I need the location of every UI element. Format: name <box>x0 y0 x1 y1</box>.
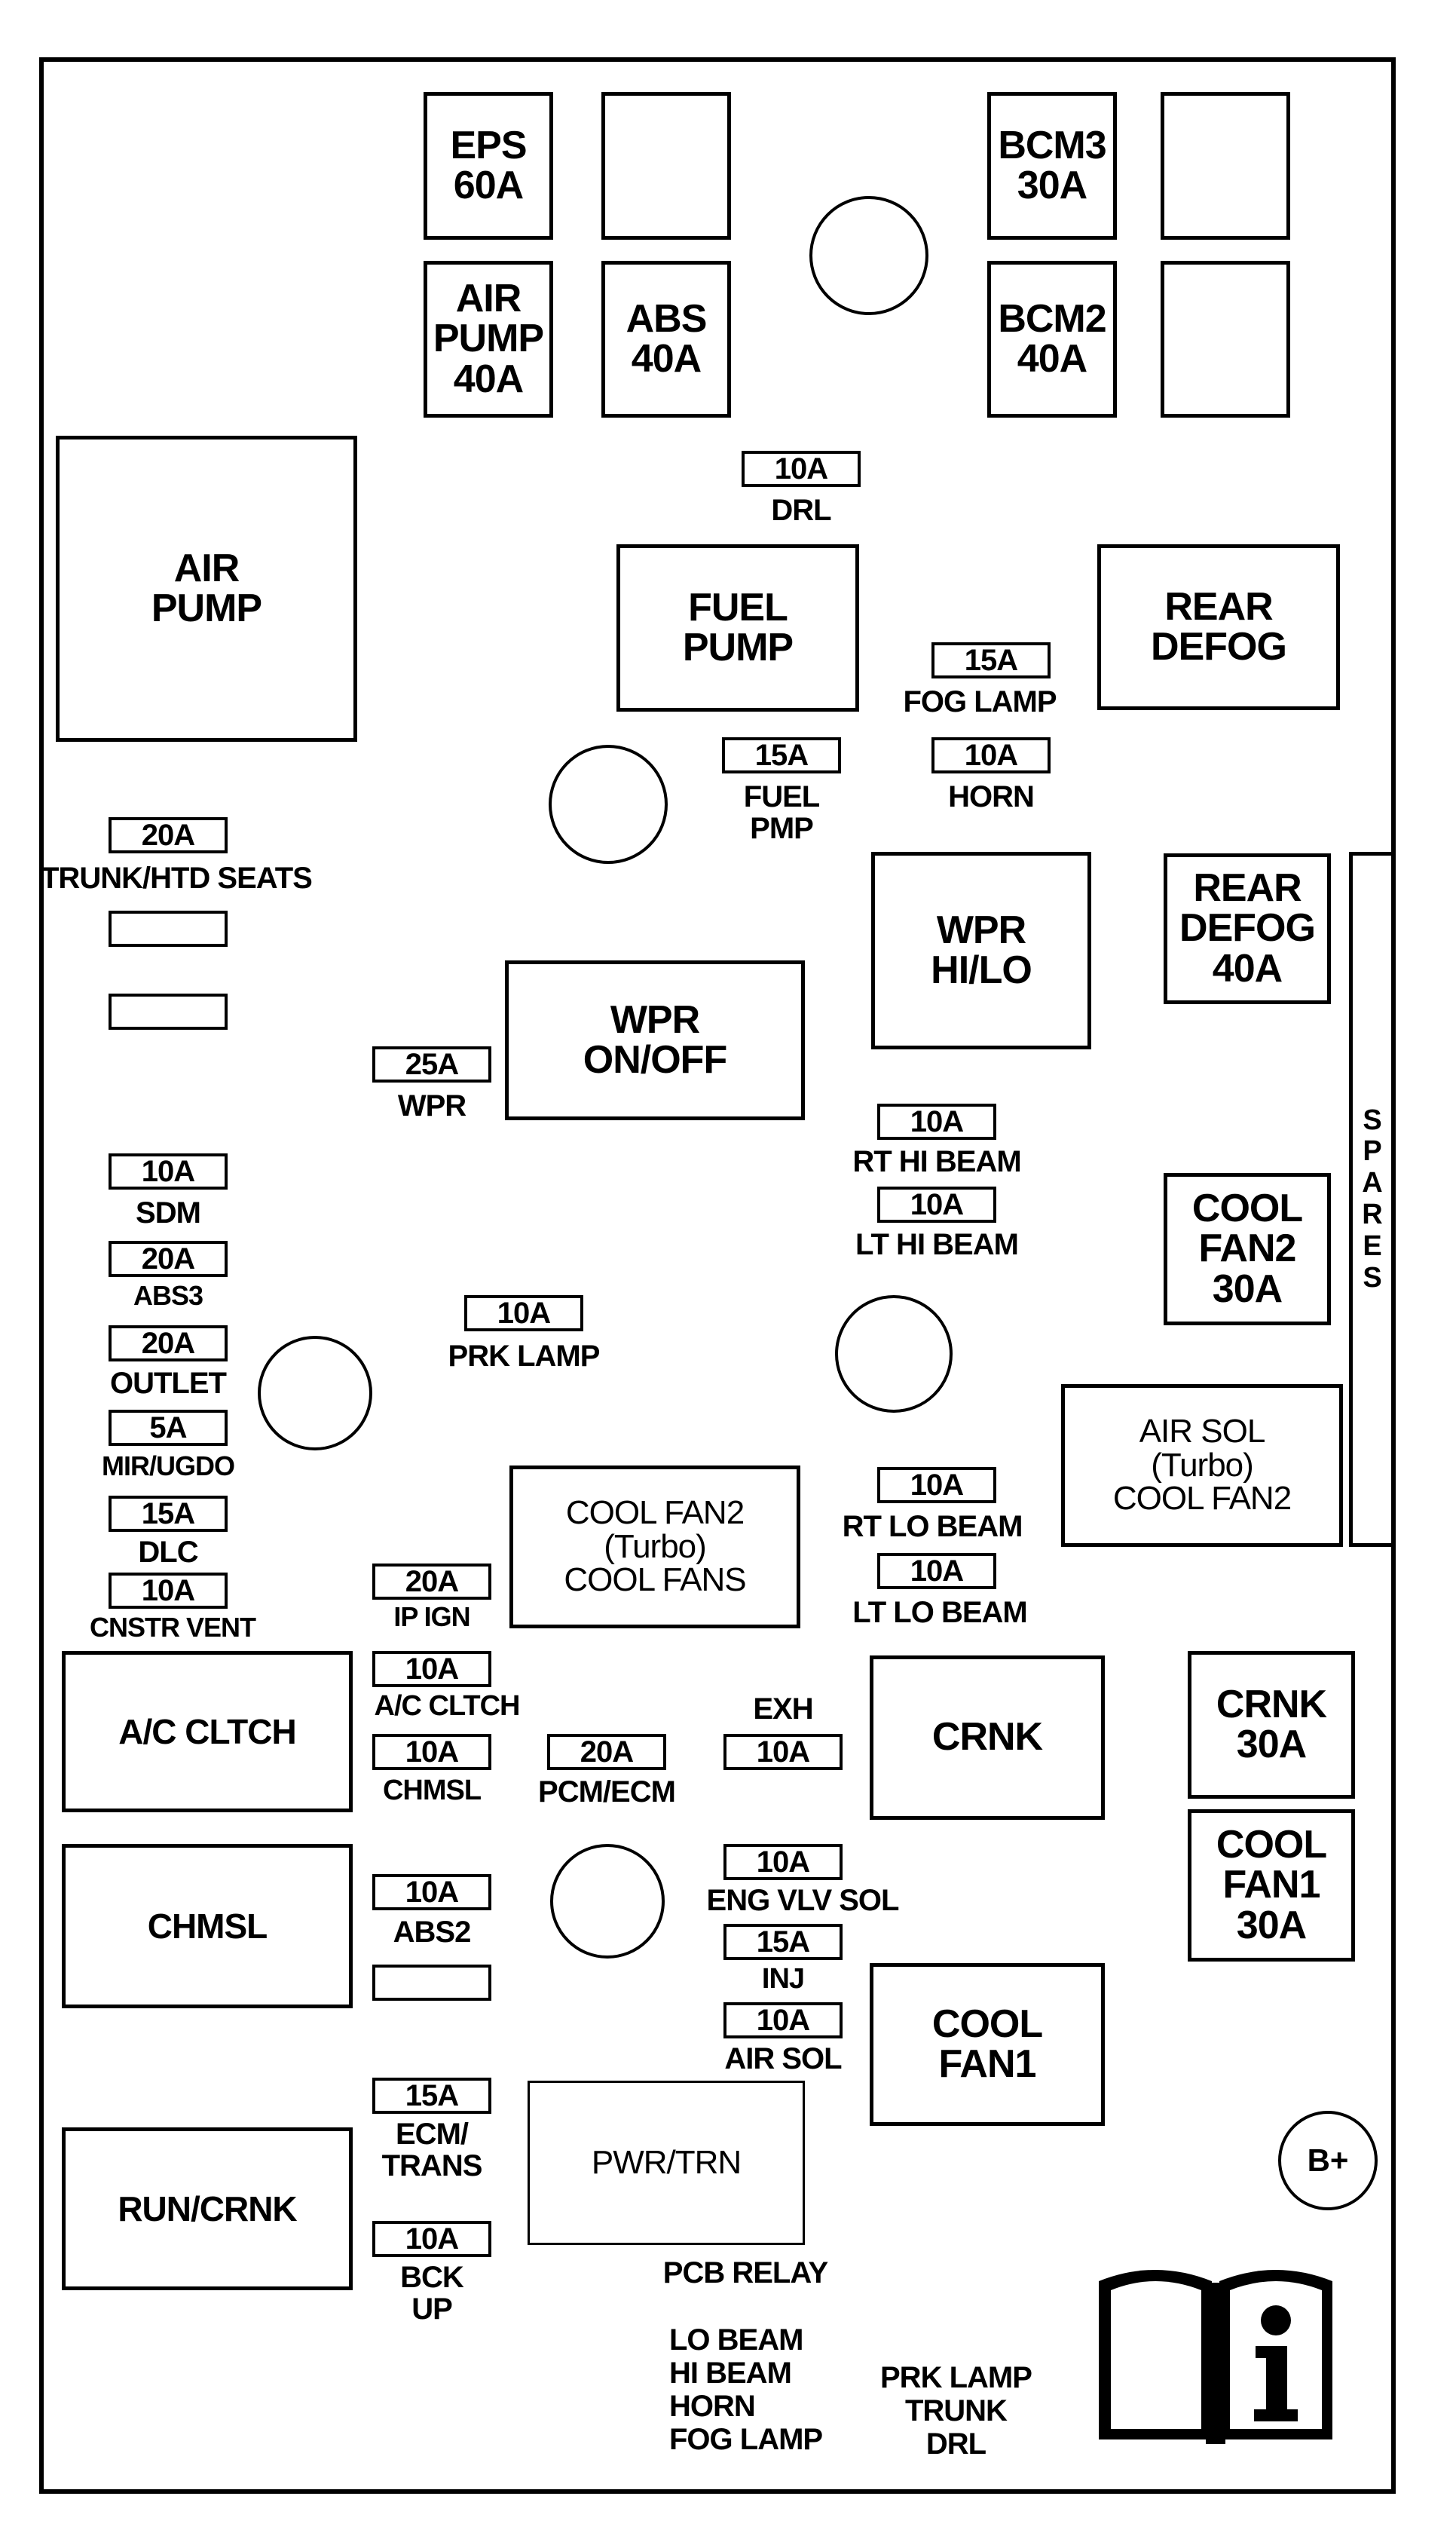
cool-fan2-turbo-relay: COOL FAN2 (Turbo) COOL FANS <box>509 1466 800 1628</box>
fuse-prk-lamp: 10A <box>464 1295 583 1331</box>
run-crnk-relay: RUN/CRNK <box>62 2127 353 2290</box>
spares-strip: S P A R E S <box>1349 852 1396 1547</box>
fuse-inj-label: INJ <box>761 1963 805 1995</box>
empty-slot <box>1161 261 1290 418</box>
fuse-fog-lamp: 15A <box>931 642 1051 678</box>
cool-fan2-fuse: COOL FAN2 30A <box>1164 1173 1331 1325</box>
pcb-relay-label: PCB RELAY <box>662 2256 828 2289</box>
bcm2-fuse: BCM2 40A <box>987 261 1117 418</box>
fuse-ecm-trans-label: ECM/ TRANS <box>381 2118 483 2182</box>
crnk-fuse: CRNK 30A <box>1188 1651 1355 1799</box>
air-pump-fuse: AIR PUMP 40A <box>424 261 553 418</box>
fuse-mir-ugdo: 5A <box>109 1410 228 1446</box>
mounting-hole <box>550 1844 665 1959</box>
fuse-trunk-label: TRUNK/HTD SEATS <box>41 862 313 895</box>
fuse-fuel-pmp-label: FUEL PMP <box>743 780 820 845</box>
fuse-trunk: 20A <box>109 817 228 853</box>
wpr-hilo-relay: WPR HI/LO <box>871 852 1091 1049</box>
fuse-abs3-label: ABS3 <box>133 1280 203 1311</box>
fuse-lt-hi-beam: 10A <box>877 1187 996 1223</box>
fuse-rt-hi-beam-label: RT HI BEAM <box>852 1145 1021 1178</box>
fuse-horn-label: HORN <box>948 780 1035 813</box>
fuse-eng-vlv-sol: 10A <box>723 1844 843 1880</box>
fuse-lt-lo-beam: 10A <box>877 1553 996 1589</box>
fuse-ac-cltch: 10A <box>372 1651 491 1687</box>
cool-fan1-relay: COOL FAN1 <box>870 1963 1105 2126</box>
eps-fuse: EPS 60A <box>424 92 553 240</box>
fuse-lt-hi-beam-label: LT HI BEAM <box>855 1228 1019 1261</box>
fuse-fog-lamp-label: FOG LAMP <box>903 685 1057 718</box>
fuse-lt-lo-beam-label: LT LO BEAM <box>852 1596 1027 1629</box>
fuse-wpr-label: WPR <box>397 1089 466 1122</box>
crnk-relay: CRNK <box>870 1655 1105 1820</box>
fuse-chmsl: 10A <box>372 1734 491 1770</box>
fuse-dlc: 15A <box>109 1496 228 1532</box>
empty-slot <box>601 92 731 240</box>
fuse-chmsl-label: CHMSL <box>382 1775 482 1806</box>
bcm3-fuse: BCM3 30A <box>987 92 1117 240</box>
air-pump-relay: AIR PUMP <box>56 436 357 742</box>
fuse-exh: 10A <box>723 1734 843 1770</box>
fuse-fuel-pmp: 15A <box>722 737 841 773</box>
mounting-hole <box>258 1336 372 1450</box>
fuse-ac-cltch-label: A/C CLTCH <box>374 1690 521 1722</box>
fuse-cnstr-vent: 10A <box>109 1573 228 1609</box>
mounting-hole <box>549 745 668 864</box>
fuse-wpr: 25A <box>372 1046 491 1083</box>
fuse-outlet-label: OUTLET <box>110 1367 227 1400</box>
cool-fan1-fuse: COOL FAN1 30A <box>1188 1809 1355 1962</box>
fuse-drl: 10A <box>742 451 861 487</box>
fuse-ecm-trans: 15A <box>372 2078 491 2114</box>
fuse-mir-ugdo-label: MIR/UGDO <box>102 1450 235 1481</box>
fuse-abs3: 20A <box>109 1241 228 1277</box>
fuse-bck-up-label: BCK UP <box>400 2261 464 2326</box>
air-sol-turbo-relay: AIR SOL (Turbo) COOL FAN2 <box>1061 1384 1343 1547</box>
mounting-hole <box>835 1295 953 1413</box>
fuse-eng-vlv-sol-label: ENG VLV SOL <box>706 1884 900 1917</box>
fuse-pcm-ecm-label: PCM/ECM <box>538 1775 676 1809</box>
empty-fuse-slot <box>109 994 228 1030</box>
empty-slot <box>1161 92 1290 240</box>
ac-cltch-relay: A/C CLTCH <box>62 1651 353 1812</box>
rear-defog-fuse: REAR DEFOG 40A <box>1164 853 1331 1004</box>
fuse-bck-up: 10A <box>372 2221 491 2257</box>
fuse-rt-lo-beam-label: RT LO BEAM <box>842 1510 1023 1543</box>
fuse-prk-lamp-label: PRK LAMP <box>448 1340 601 1373</box>
empty-fuse-slot <box>372 1965 491 2001</box>
fuse-ip-ign-label: IP IGN <box>393 1601 470 1632</box>
chmsl-relay: CHMSL <box>62 1844 353 2008</box>
battery-terminal: B+ <box>1278 2111 1378 2210</box>
abs-fuse: ABS 40A <box>601 261 731 418</box>
pwr-trn-relay: PWR/TRN <box>528 2081 805 2245</box>
fuse-dlc-label: DLC <box>138 1536 198 1569</box>
fuse-air-sol: 10A <box>723 2002 843 2038</box>
fuse-inj: 15A <box>723 1924 843 1960</box>
fuse-abs2: 10A <box>372 1874 491 1910</box>
fuse-ip-ign: 20A <box>372 1564 491 1600</box>
rear-defog-relay: REAR DEFOG <box>1097 544 1340 710</box>
fuse-cnstr-vent-label: CNSTR VENT <box>89 1612 256 1643</box>
wpr-onoff-relay: WPR ON/OFF <box>505 960 805 1120</box>
fuse-pcm-ecm: 20A <box>547 1734 666 1770</box>
mounting-hole <box>809 196 928 315</box>
pcb-relay-list-left: LO BEAM HI BEAM HORN FOG LAMP <box>669 2323 823 2456</box>
fuse-horn: 10A <box>931 737 1051 773</box>
fuse-sdm: 10A <box>109 1153 228 1190</box>
fuse-drl-label: DRL <box>771 494 831 527</box>
fuse-abs2-label: ABS2 <box>393 1916 472 1949</box>
empty-fuse-slot <box>109 911 228 947</box>
fuse-exh-label: EXH <box>753 1692 813 1726</box>
fuse-sdm-label: SDM <box>136 1196 201 1230</box>
fuel-pump-relay: FUEL PUMP <box>616 544 859 712</box>
fuse-rt-lo-beam: 10A <box>877 1467 996 1503</box>
fuse-air-sol-label: AIR SOL <box>724 2042 842 2075</box>
fuse-rt-hi-beam: 10A <box>877 1104 996 1140</box>
pcb-relay-list-right: PRK LAMP TRUNK DRL <box>880 2361 1032 2461</box>
fuse-outlet: 20A <box>109 1325 228 1361</box>
info-manual-icon <box>1099 2270 1332 2444</box>
